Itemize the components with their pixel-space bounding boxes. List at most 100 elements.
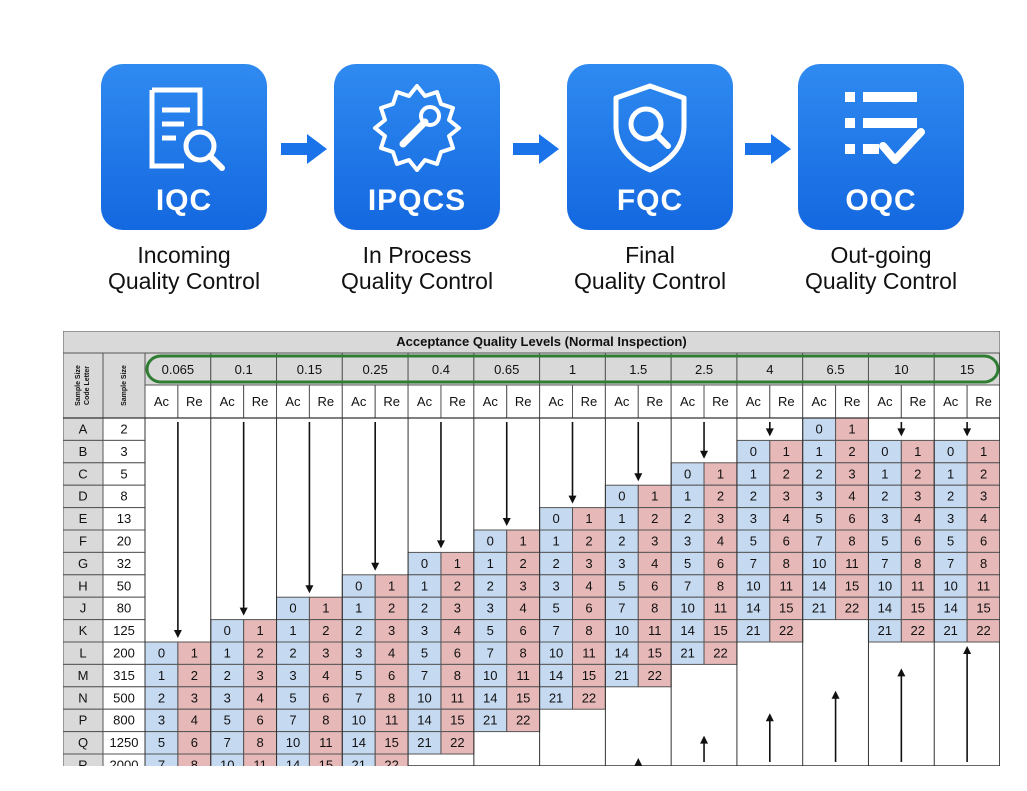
re-value: 22 <box>582 690 596 705</box>
re-value: 4 <box>914 511 921 526</box>
re-value: 15 <box>647 646 661 661</box>
code-letter: D <box>78 489 87 504</box>
re-value: 4 <box>191 713 198 728</box>
ac-value: 1 <box>355 601 362 616</box>
re-value: 8 <box>585 623 592 638</box>
re-value: 3 <box>914 489 921 504</box>
ac-value: 7 <box>355 690 362 705</box>
re-value: 22 <box>450 735 464 750</box>
re-value: 15 <box>319 758 333 767</box>
re-value: 11 <box>648 623 662 638</box>
ac-value: 2 <box>552 556 559 571</box>
stage-label-line2: Quality Control <box>804 268 958 294</box>
ac-value: 5 <box>750 534 757 549</box>
down-arrow-head <box>634 473 643 482</box>
ac-value: 21 <box>812 601 826 616</box>
aql-level-label: 15 <box>960 362 974 377</box>
re-header-label: Re <box>252 394 269 409</box>
stage-label-line1: Incoming <box>137 242 231 268</box>
document-search-icon <box>149 87 225 171</box>
ac-value: 0 <box>750 444 757 459</box>
down-arrow-head <box>765 428 774 437</box>
aql-level-cell <box>341 352 409 386</box>
ac-value: 5 <box>487 623 494 638</box>
code-letter: H <box>78 578 87 593</box>
code-letter-header-cell <box>63 352 104 419</box>
re-value: 3 <box>980 489 987 504</box>
re-value: 6 <box>322 690 329 705</box>
ac-value: 21 <box>549 690 563 705</box>
re-value: 3 <box>454 601 461 616</box>
shield-search-icon <box>613 83 687 173</box>
ac-value: 0 <box>158 646 165 661</box>
stage-code: IQC <box>155 184 213 217</box>
ac-value: 21 <box>680 646 694 661</box>
re-value: 6 <box>454 646 461 661</box>
ac-value: 7 <box>684 578 691 593</box>
ac-value: 5 <box>947 534 954 549</box>
ac-value: 21 <box>878 623 892 638</box>
re-value: 4 <box>322 668 329 683</box>
stage-label-line2: Quality Control <box>573 268 727 294</box>
sample-size: 8 <box>120 489 127 504</box>
re-value: 1 <box>388 578 395 593</box>
sample-size: 500 <box>113 690 135 705</box>
re-value: 22 <box>647 668 661 683</box>
re-header-cell <box>900 384 935 419</box>
re-value: 4 <box>783 511 790 526</box>
down-arrow-head <box>897 428 906 437</box>
aql-level-cell <box>604 352 672 386</box>
re-value: 11 <box>714 601 728 616</box>
code-letter: N <box>78 690 87 705</box>
ac-value: 1 <box>947 466 954 481</box>
re-value: 1 <box>980 444 987 459</box>
re-value: 11 <box>319 735 333 750</box>
wrench-gear-icon <box>373 84 461 172</box>
re-value: 11 <box>977 578 991 593</box>
ac-value: 1 <box>618 511 625 526</box>
re-value: 11 <box>780 578 794 593</box>
re-value: 2 <box>783 466 790 481</box>
ac-value: 2 <box>224 668 231 683</box>
re-value: 4 <box>388 646 395 661</box>
arrow-right-icon <box>513 134 559 164</box>
ac-value: 3 <box>289 668 296 683</box>
up-arrow-head <box>963 646 972 654</box>
aql-level-label: 0.15 <box>297 362 322 377</box>
ac-value: 2 <box>618 534 625 549</box>
stage-code: FQC <box>616 184 684 217</box>
re-value: 15 <box>516 690 530 705</box>
ac-header-label: Ac <box>220 394 236 409</box>
down-arrow-head <box>371 562 380 571</box>
re-value: 3 <box>651 534 658 549</box>
ac-value: 10 <box>746 578 760 593</box>
ac-value: 1 <box>684 489 691 504</box>
re-value: 15 <box>384 735 398 750</box>
ac-value: 14 <box>417 713 431 728</box>
ac-value: 7 <box>618 601 625 616</box>
ac-value: 1 <box>816 444 823 459</box>
aql-level-label: 0.25 <box>363 362 388 377</box>
re-value: 4 <box>848 489 855 504</box>
aql-level-cell <box>867 352 935 386</box>
re-value: 11 <box>253 758 267 767</box>
stage-fqc-box: FQC <box>567 64 733 230</box>
down-arrow-head <box>305 585 314 594</box>
ac-value: 5 <box>158 735 165 750</box>
ac-value: 1 <box>224 646 231 661</box>
re-value: 4 <box>256 690 263 705</box>
ac-value: 0 <box>552 511 559 526</box>
ac-header-cell <box>670 384 705 419</box>
re-value: 2 <box>256 646 263 661</box>
ac-value: 14 <box>286 758 300 767</box>
re-header-label: Re <box>186 394 203 409</box>
aql-level-label: 0.65 <box>494 362 519 377</box>
stage-label: In Process Quality Control <box>307 242 527 294</box>
re-value: 8 <box>520 646 527 661</box>
ac-value: 7 <box>158 758 165 767</box>
ac-value: 10 <box>220 758 234 767</box>
ac-value: 0 <box>816 422 823 437</box>
ac-value: 3 <box>224 690 231 705</box>
re-value: 3 <box>783 489 790 504</box>
ac-header-label: Ac <box>351 394 367 409</box>
